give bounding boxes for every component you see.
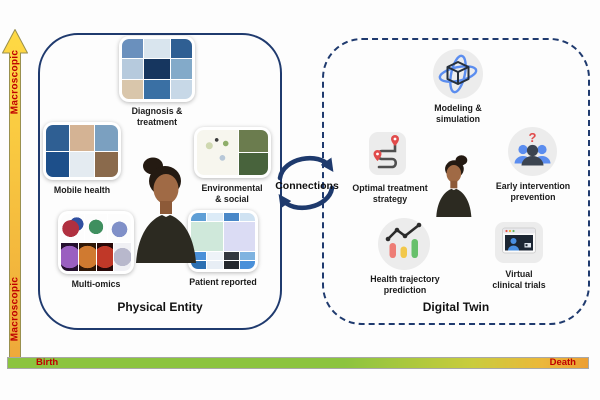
physical-entity-title: Physical Entity [117, 300, 203, 314]
item-label-early-intervention: Early intervention prevention [495, 181, 571, 203]
collage-tile [207, 252, 223, 260]
collage-tile [223, 261, 239, 269]
environmental-social-collage-image [194, 127, 271, 178]
mobile-health-collage-image [43, 122, 121, 180]
collage-tile [207, 261, 223, 269]
item-label-optimal-treatment: Optimal treatment strategy [352, 183, 428, 205]
collage-tile [69, 125, 95, 151]
screen-person-icon [495, 222, 543, 263]
collage-tile [207, 213, 223, 221]
collage-tile [61, 243, 78, 271]
collage-tile [191, 222, 223, 251]
axis-label-macroscopic-top: Macroscopic [9, 49, 21, 115]
collage-tile [69, 151, 95, 177]
digital-twin-title: Digital Twin [422, 300, 490, 314]
cycle-arrows-icon [277, 155, 335, 211]
collage-tile [46, 151, 69, 177]
collage-tile [122, 59, 144, 79]
collage-tile [223, 252, 239, 260]
timeline-birth-label: Birth [36, 357, 59, 368]
collage-tile [78, 243, 96, 271]
collage-tile [191, 261, 207, 269]
collage-tile [122, 79, 144, 99]
cube-orbit-icon [433, 49, 483, 99]
timeline-death-label: Death [549, 357, 576, 368]
collage-tile [170, 59, 192, 79]
collage-tile [239, 252, 255, 260]
connections-label: Connections [275, 180, 339, 192]
collage-tile [108, 214, 131, 242]
collage-tile [114, 243, 131, 271]
collage-tile [170, 39, 192, 59]
item-label-virtual-clinical-trials: Virtual clinical trials [492, 269, 546, 291]
collage-tile [95, 151, 118, 177]
digital-patient-photo [436, 155, 472, 217]
route-pins-icon [369, 132, 406, 175]
patient-reported-collage-image [188, 210, 258, 272]
collage-tile [197, 130, 239, 175]
multi-omics-collage-image [58, 211, 134, 274]
collage-tile [239, 261, 255, 269]
collage-tile [144, 59, 170, 79]
chart-trend-icon [378, 218, 430, 270]
collage-tile [223, 222, 255, 251]
item-label-modeling-simulation: Modeling & simulation [434, 103, 482, 125]
collage-tile [61, 214, 84, 242]
collage-tile [170, 79, 192, 99]
axis-label-macroscopic-bottom: Macroscopic [9, 276, 21, 342]
collage-tile [144, 79, 170, 99]
collage-tile [84, 214, 108, 242]
collage-tile [191, 252, 207, 260]
collage-tile [95, 125, 118, 151]
collage-tile [96, 243, 114, 271]
collage-tile [239, 213, 255, 221]
collage-tile [46, 125, 69, 151]
item-label-patient-reported: Patient reported [189, 277, 257, 287]
patient-photo [136, 157, 196, 263]
people-question-icon: ? [508, 127, 557, 176]
collage-tile [239, 130, 268, 152]
physical-entity-box [38, 33, 282, 330]
collage-tile [223, 213, 239, 221]
diagnosis-treatment-collage-image [119, 36, 195, 102]
collage-tile [144, 39, 170, 59]
svg-text:?: ? [529, 130, 537, 145]
item-label-diagnosis-treatment: Diagnosis & treatment [131, 106, 183, 128]
item-label-multi-omics: Multi-omics [71, 279, 121, 289]
collage-tile [191, 213, 207, 221]
item-label-health-trajectory: Health trajectory prediction [370, 274, 440, 296]
digital-twin-box [322, 38, 590, 325]
timeline-bar: Birth Death [7, 357, 589, 369]
item-label-environmental-social: Environmental & social [201, 183, 263, 205]
collage-tile [239, 153, 268, 175]
collage-tile [122, 39, 144, 59]
item-label-mobile-health: Mobile health [53, 185, 111, 195]
